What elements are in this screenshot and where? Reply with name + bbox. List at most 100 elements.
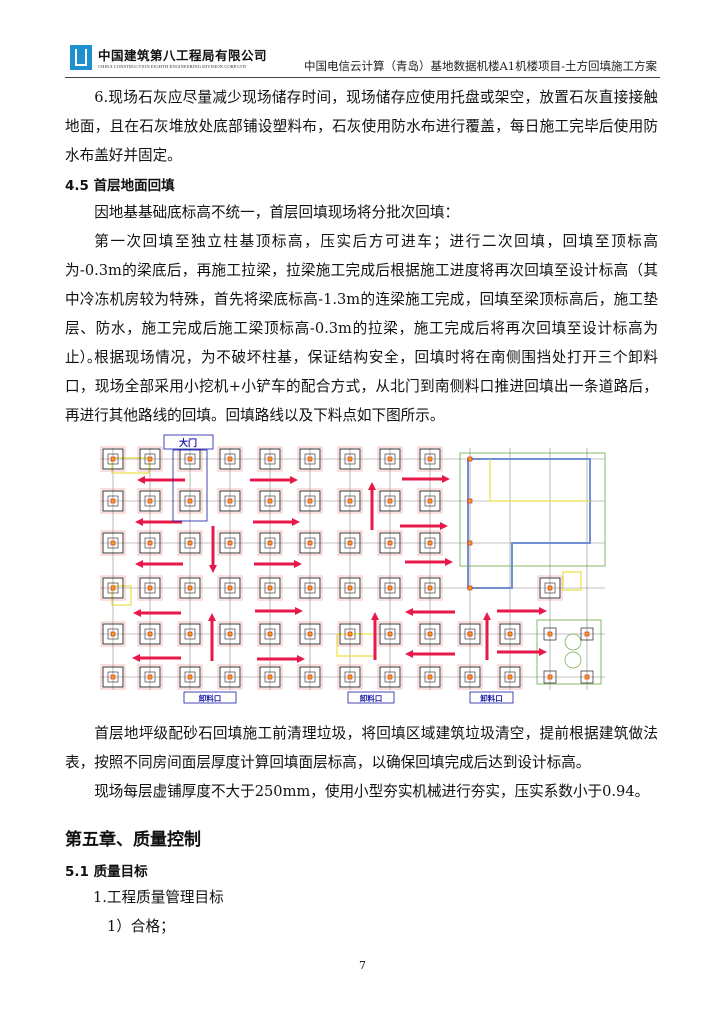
column-marker xyxy=(147,456,153,462)
column-footing xyxy=(379,532,401,554)
company-logo-icon xyxy=(70,45,92,70)
column-pedestal xyxy=(184,628,196,640)
column-marker xyxy=(307,540,313,546)
column-marker xyxy=(227,585,233,591)
column-footing xyxy=(299,532,321,554)
column-footing xyxy=(419,623,441,645)
column-pedestal xyxy=(344,671,356,683)
footing-dimension xyxy=(337,488,363,514)
column-pedestal xyxy=(304,628,316,640)
footing-dimension xyxy=(297,446,323,472)
page-number: 7 xyxy=(359,959,366,972)
column-footing xyxy=(299,490,321,512)
column-footing xyxy=(179,532,201,554)
footing-dimension xyxy=(417,575,443,601)
footing-dimension xyxy=(217,575,243,601)
equipment-circle xyxy=(564,633,582,651)
paragraph-quality-goal: 1.工程质量管理目标 xyxy=(93,889,224,906)
unload-point-label: 卸料口 xyxy=(480,693,503,703)
column-marker xyxy=(267,631,273,637)
column-footing xyxy=(259,490,281,512)
column-marker xyxy=(267,540,273,546)
column-pedestal xyxy=(384,671,396,683)
column-marker xyxy=(467,674,473,680)
footing-dimension xyxy=(537,575,563,601)
column-marker xyxy=(507,674,513,680)
footing-dimension xyxy=(337,664,363,690)
column-marker xyxy=(267,585,273,591)
column-pedestal xyxy=(344,537,356,549)
column-pedestal xyxy=(344,495,356,507)
column-footing xyxy=(299,623,321,645)
route-arrow-head xyxy=(442,475,450,483)
column-pedestal xyxy=(424,495,436,507)
footing-dimension xyxy=(297,575,323,601)
footing-dimension xyxy=(297,664,323,690)
column-footing xyxy=(499,623,521,645)
column-pedestal xyxy=(264,582,276,594)
header-divider xyxy=(65,77,660,78)
column-marker xyxy=(147,674,153,680)
column-footing xyxy=(379,490,401,512)
footing-dimension xyxy=(337,446,363,472)
column-pedestal xyxy=(144,582,156,594)
backfill-route-diagram: 大门卸料口卸料口卸料口 xyxy=(100,434,606,704)
footing-dimension xyxy=(257,575,283,601)
column-marker xyxy=(227,456,233,462)
column-footing xyxy=(179,490,201,512)
document-title: 中国电信云计算（青岛）基地数据机楼A1机楼项目-土方回填施工方案 xyxy=(303,59,657,73)
company-name-en: CHINA CONSTRUCTION EIGHTH ENGINEERING DI… xyxy=(98,64,246,69)
column-pedestal xyxy=(107,537,119,549)
footing-dimension xyxy=(377,488,403,514)
column-pedestal xyxy=(344,453,356,465)
route-arrow-head xyxy=(132,654,140,662)
column-marker xyxy=(307,674,313,680)
column-footing xyxy=(219,623,241,645)
column-marker xyxy=(307,631,313,637)
column-footing xyxy=(339,532,361,554)
route-arrow-head xyxy=(297,655,305,663)
column-marker xyxy=(187,498,193,504)
column-pedestal xyxy=(107,453,119,465)
column-footing xyxy=(219,532,241,554)
footing-dimension xyxy=(137,446,163,472)
column-marker xyxy=(307,456,313,462)
paragraph-lime-storage: 6.现场石灰应尽量减少现场储存时间，现场储存应使用托盘或架空，放置石灰直接接触地… xyxy=(65,89,658,164)
column-footing xyxy=(259,532,281,554)
column-footing xyxy=(459,623,481,645)
column-marker xyxy=(467,631,473,637)
column-footing xyxy=(419,532,441,554)
column-pedestal xyxy=(464,671,476,683)
column-pedestal xyxy=(224,628,236,640)
footing-dimension xyxy=(217,664,243,690)
building-outline-green xyxy=(459,452,606,567)
column-marker xyxy=(110,540,116,546)
column-pedestal xyxy=(144,495,156,507)
column-marker xyxy=(110,498,116,504)
column-footing xyxy=(339,666,361,688)
column-marker xyxy=(187,456,193,462)
column-footing xyxy=(139,448,161,470)
footing-dimension xyxy=(497,621,523,647)
column-footing xyxy=(339,623,361,645)
column-footing xyxy=(102,448,124,470)
column-footing xyxy=(419,490,441,512)
column-marker xyxy=(227,631,233,637)
footing-dimension xyxy=(137,530,163,556)
column-pedestal xyxy=(264,671,276,683)
route-arrow-head xyxy=(295,607,303,615)
chapter-heading-5: 第五章、质量控制 xyxy=(65,830,201,850)
column-pedestal xyxy=(264,537,276,549)
column-marker xyxy=(267,498,273,504)
column-pedestal xyxy=(264,628,276,640)
column-footing xyxy=(139,666,161,688)
column-footing xyxy=(379,623,401,645)
column-footing xyxy=(139,490,161,512)
footing-dimension xyxy=(457,621,483,647)
column-footing xyxy=(102,532,124,554)
column-footing xyxy=(219,490,241,512)
column-marker xyxy=(387,674,393,680)
column-marker xyxy=(347,456,353,462)
column-footing xyxy=(419,577,441,599)
footing-dimension xyxy=(177,575,203,601)
